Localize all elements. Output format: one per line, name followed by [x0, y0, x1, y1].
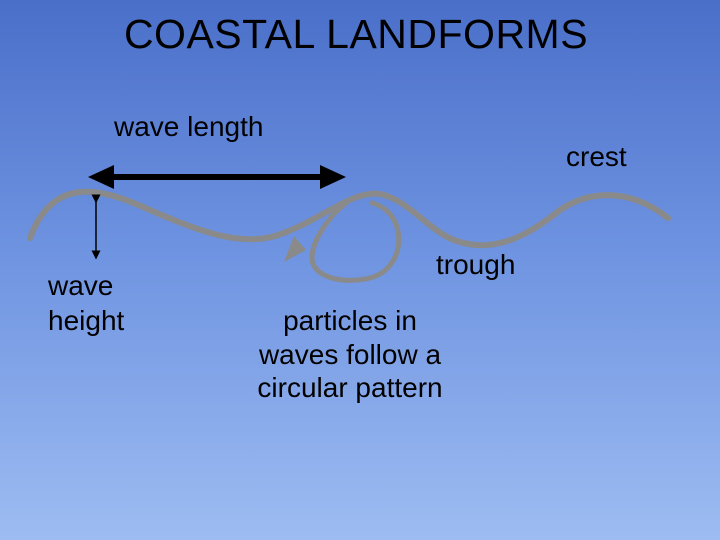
crest-label: crest: [566, 141, 627, 172]
wave-height-label: wave height: [48, 270, 125, 336]
wave-length-arrow-left-head: [88, 165, 114, 189]
circular-motion-path: [309, 200, 402, 283]
slide-title: COASTAL LANDFORMS: [123, 11, 589, 57]
wave-length-label: wave length: [114, 111, 264, 142]
wave-length-arrow-right-head: [320, 165, 346, 189]
particles-caption: particles in waves follow a circular pat…: [257, 305, 443, 404]
trough-label: trough: [436, 249, 516, 280]
wave-line: [27, 188, 671, 249]
circular-motion-arrowhead: [284, 236, 306, 262]
